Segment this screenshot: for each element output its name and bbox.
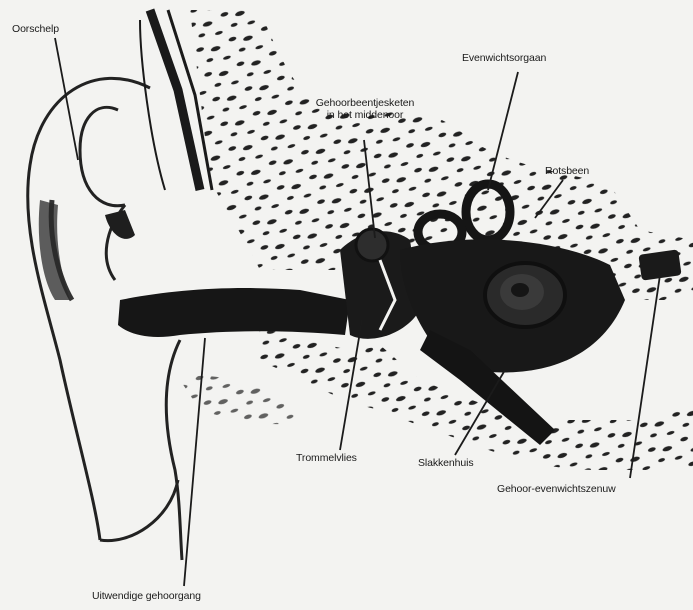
label-evenwichtsorgaan: Evenwichtsorgaan: [462, 52, 546, 64]
leader-gehoorgang: [184, 338, 205, 586]
label-uitwendige-gehoorgang: Uitwendige gehoorgang: [92, 590, 201, 602]
label-trommelvlies: Trommelvlies: [296, 452, 357, 464]
label-rotsbeen: Rotsbeen: [545, 165, 589, 177]
label-gehoorbeentjes: Gehoorbeentjesketen in het middenoor: [285, 97, 445, 121]
ear-canal: [118, 288, 350, 337]
label-gehoorbeentjes-line2: in het middenoor: [285, 109, 445, 121]
label-slakkenhuis: Slakkenhuis: [418, 457, 474, 469]
pinna-shading: [39, 200, 70, 300]
leader-oorschelp: [55, 38, 78, 160]
ear-canal-lower-wall: [166, 340, 182, 560]
label-oorschelp: Oorschelp: [12, 23, 59, 35]
label-gehoorbeentjes-line1: Gehoorbeentjesketen: [285, 97, 445, 109]
label-gehoor-evenwichtszenuw: Gehoor-evenwichtszenuw: [497, 483, 616, 495]
